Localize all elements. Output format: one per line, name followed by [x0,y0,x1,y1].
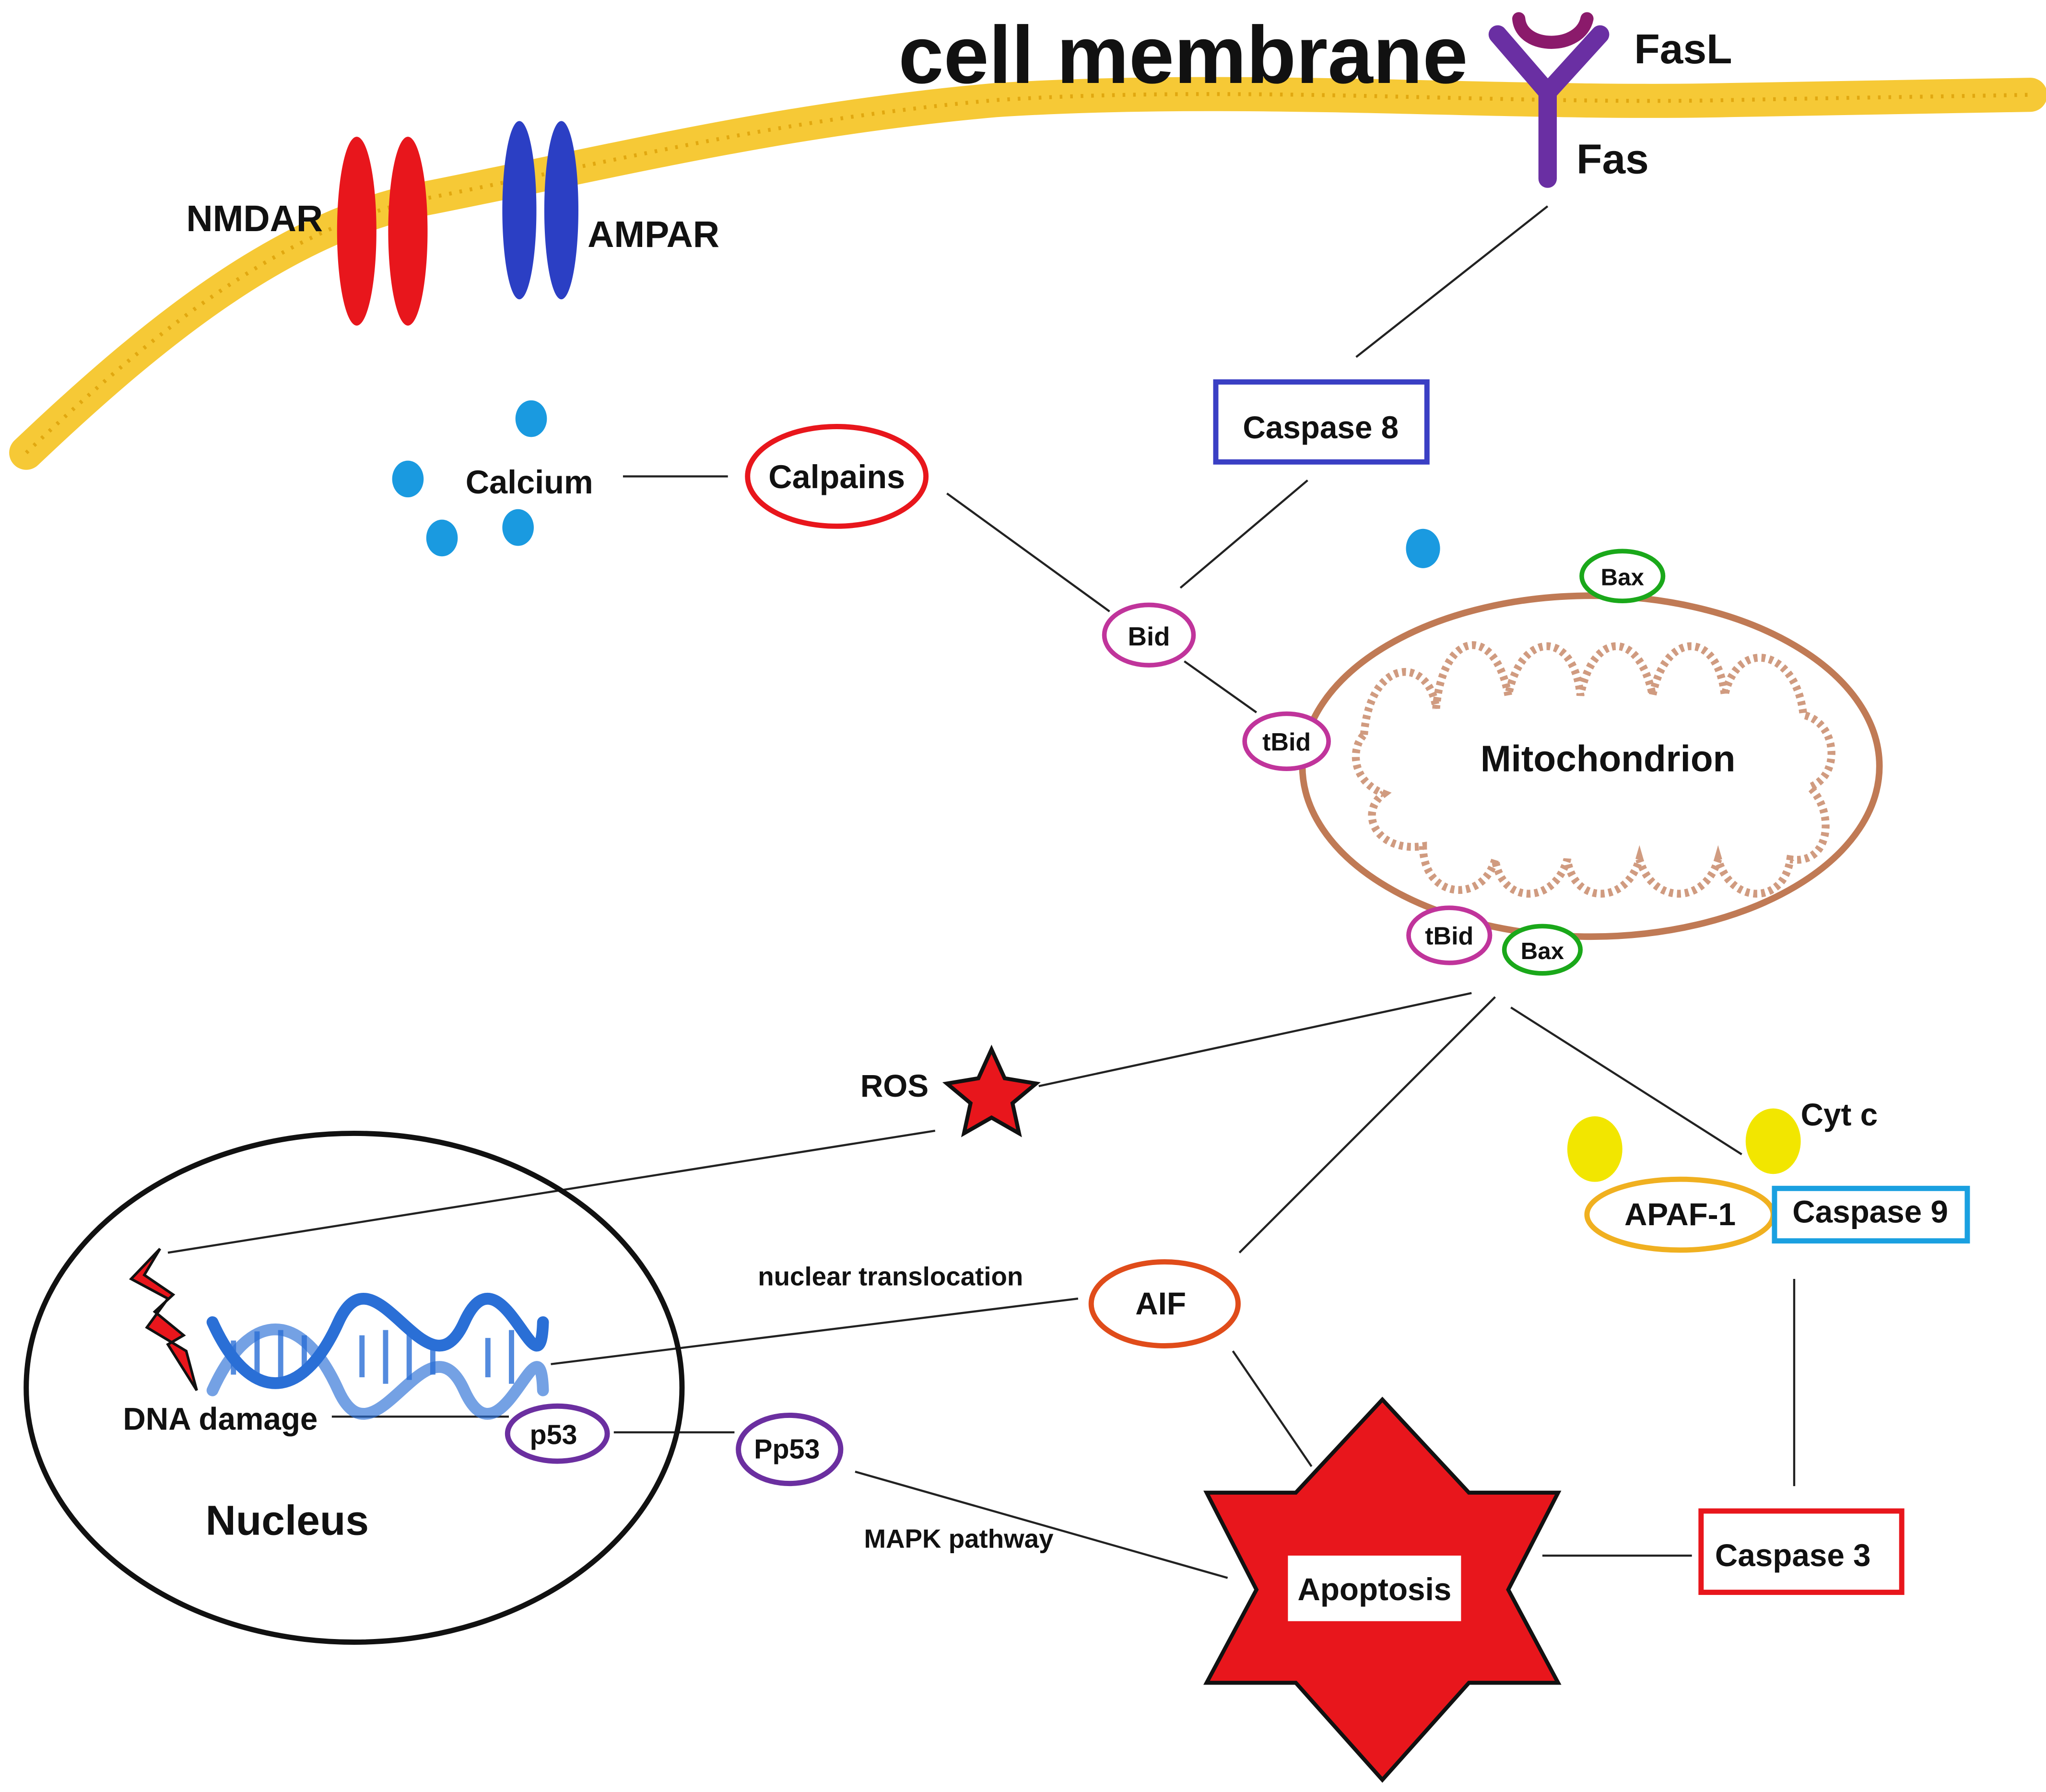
tbid-bottom-label: tBid [1425,923,1473,950]
connector-caspase8-bid [1179,479,1308,589]
connector-lines [167,205,1796,1579]
calpains-label: Calpains [768,459,905,495]
connector-aif-apoptosis [1232,1350,1313,1467]
calcium-ions-icon [392,400,1440,568]
fas-receptor-icon [1488,12,1610,188]
nmdar-label: NMDAR [186,199,323,239]
cyt-c-label: Cyt c [1801,1097,1878,1132]
cell-membrane-label: cell membrane [898,10,1468,100]
connector-aif-dna [551,1297,1079,1365]
aif-node [1088,1259,1241,1348]
connector-mito-aif [1238,996,1496,1253]
dna-damage-label: DNA damage [123,1401,317,1436]
caspase3-node [1698,1508,1905,1595]
ampar-label: AMPAR [588,214,719,255]
bax-top-label: Bax [1601,564,1645,590]
apoptosis-label-box [1288,1556,1461,1621]
bax-top-node [1579,549,1666,603]
caspase9-node [1772,1185,1970,1244]
pp53-label: Pp53 [754,1434,820,1465]
p53-label: p53 [530,1420,577,1451]
connector-fas-caspase8 [1355,205,1549,358]
aif-label: AIF [1135,1286,1186,1321]
apoptosis-label: Apoptosis [1297,1572,1451,1607]
ros-star-icon [942,1044,1041,1137]
connector-bid-tbid [1184,660,1258,714]
pp53-node [736,1412,844,1487]
dna-helix-icon [206,1293,549,1420]
calcium-label: Calcium [466,464,593,501]
fasl-label: FasL [1634,25,1732,72]
ampar-channel-icon [502,121,578,300]
calpains-node [745,424,929,529]
nmdar-channel-icon [337,137,428,326]
tbid-top-node [1242,711,1331,772]
nucleus-label: Nucleus [206,1497,369,1544]
nuclear-translocation-label: nuclear translocation [758,1262,1023,1291]
bax-bottom-label: Bax [1521,938,1564,964]
connector-pp53-apoptosis [855,1470,1228,1579]
cyt-c-icon [1567,1108,1801,1182]
bid-label: Bid [1128,621,1170,651]
mitochondrion-label: Mitochondrion [1481,739,1735,780]
tbid-bottom-node [1406,905,1493,965]
bid-node [1102,602,1196,668]
lightning-icon [129,1248,198,1391]
connector-mito-cytc [1510,1007,1742,1156]
apaf1-label: APAF-1 [1624,1197,1736,1232]
tbid-top-label: tBid [1262,728,1311,756]
caspase8-node [1213,379,1430,465]
caspase3-label: Caspase 3 [1715,1538,1871,1573]
p53-node [505,1403,610,1464]
cell-membrane-texture [24,92,2031,455]
connector-mito-ros [1038,992,1472,1088]
mapk-pathway-label: MAPK pathway [864,1524,1054,1554]
caspase8-label: Caspase 8 [1243,410,1399,445]
connector-ros-dna [167,1129,936,1254]
fas-label: Fas [1576,136,1649,183]
connector-calpains-bid [946,492,1110,612]
caspase9-label: Caspase 9 [1792,1194,1948,1229]
cell-membrane [9,77,2046,470]
ros-label: ROS [860,1068,929,1103]
bax-bottom-node [1502,924,1583,976]
nucleus-boundary [24,1130,685,1645]
